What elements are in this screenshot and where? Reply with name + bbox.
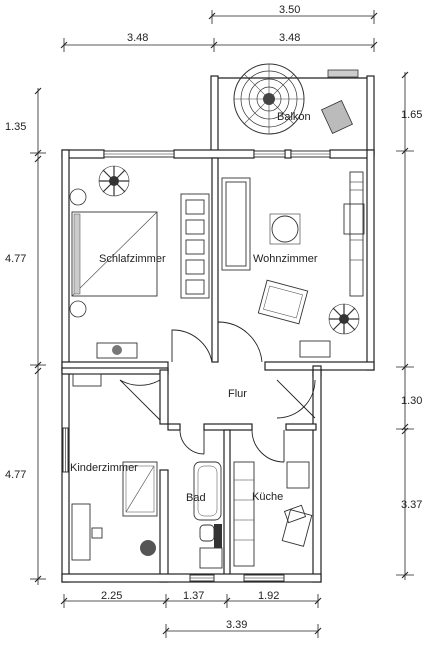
- dim-left-upper-height: 4.77: [5, 253, 26, 265]
- room-label-balkon: Balkon: [277, 111, 311, 123]
- room-label-kueche: Küche: [252, 491, 283, 503]
- dim-bottom-kueche-width: 1.92: [258, 590, 279, 602]
- dimension-lines: [30, 10, 414, 638]
- room-label-bad: Bad: [186, 492, 206, 504]
- dim-top-right-width-2: 3.48: [279, 32, 300, 44]
- dim-bottom-kinder-width: 2.25: [101, 590, 122, 602]
- kueche-furniture: [233, 461, 313, 567]
- schlafzimmer-furniture: [69, 165, 210, 359]
- room-label-wohnzimmer: Wohnzimmer: [253, 253, 318, 265]
- dimension-labels: 3.50 3.48 3.48 1.35 1.65 4.77 4.77 1.30 …: [5, 4, 422, 631]
- room-label-kinderzimmer: Kinderzimmer: [70, 462, 138, 474]
- walls: [61, 75, 375, 583]
- dim-right-flur-height: 1.30: [401, 395, 422, 407]
- doors: [119, 321, 316, 463]
- bad-furniture: [193, 461, 223, 569]
- room-label-flur: Flur: [228, 388, 247, 400]
- dim-top-left-width: 3.48: [127, 32, 148, 44]
- dim-bottom-total-width: 3.39: [226, 619, 247, 631]
- dim-right-balkon-height: 1.65: [401, 109, 422, 121]
- room-label-schlafzimmer: Schlafzimmer: [99, 253, 166, 265]
- dim-right-lower-height: 3.37: [401, 499, 422, 511]
- dim-left-lower-height: 4.77: [5, 469, 26, 481]
- kinderzimmer-furniture: [71, 373, 158, 561]
- dim-bottom-bad-width: 1.37: [183, 590, 204, 602]
- dim-left-balkon-height: 1.35: [5, 121, 26, 133]
- dim-top-right-width: 3.50: [279, 4, 300, 16]
- balcony-furniture: [233, 63, 359, 135]
- wohnzimmer-furniture: [221, 171, 365, 358]
- room-labels: Balkon Schlafzimmer Wohnzimmer Flur Kind…: [70, 111, 318, 504]
